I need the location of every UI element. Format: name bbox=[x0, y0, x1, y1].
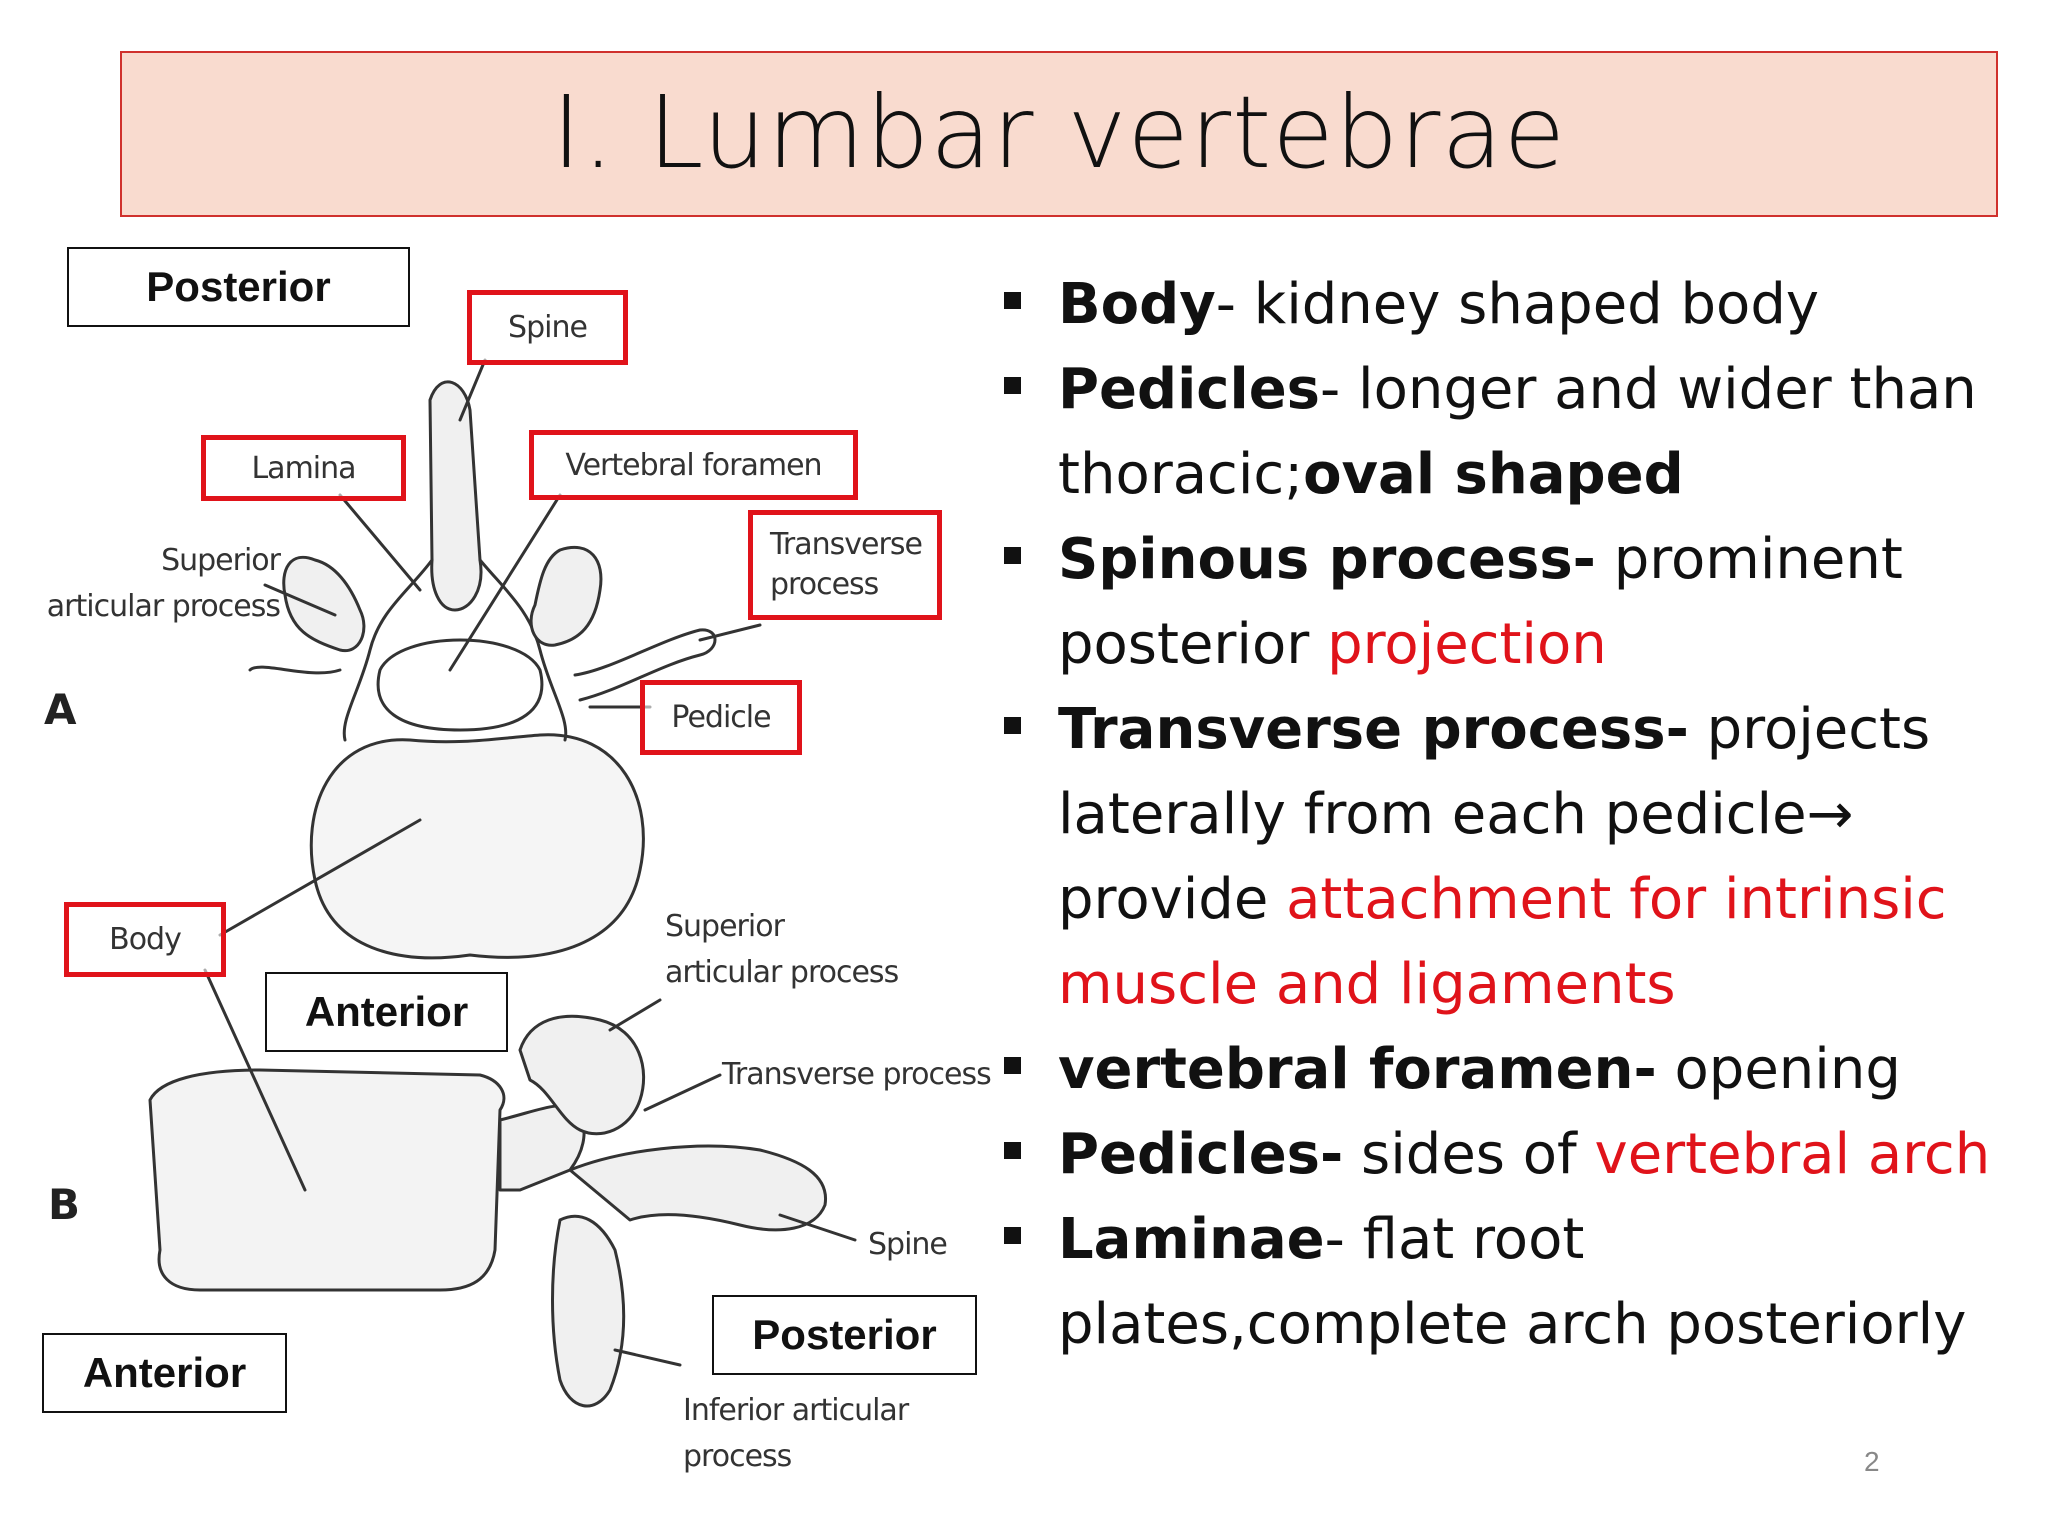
bullet-term: Body bbox=[1058, 272, 1216, 337]
bullet-highlight: attachment for intrinsic muscle and liga… bbox=[1058, 867, 1947, 1017]
anterior-label-b: Anterior bbox=[42, 1333, 287, 1413]
bullet-highlight: vertebral arch bbox=[1594, 1122, 1991, 1187]
vertebral-foramen-label: Vertebral foramen bbox=[529, 430, 858, 500]
lamina-label: Lamina bbox=[201, 435, 406, 501]
bullet-square-icon bbox=[1004, 717, 1021, 734]
bullet-square-icon bbox=[1004, 1057, 1021, 1074]
bullet-pedicles: Pedicles- longer and wider than thoracic… bbox=[1000, 347, 2040, 517]
bullet-text: projects laterally from each pedicle bbox=[1058, 697, 1931, 847]
bullet-vertebral-foramen: vertebral foramen- opening bbox=[1000, 1027, 2040, 1112]
lumbar-vertebra-diagram: A B Posterior Anterior Anterior Posterio… bbox=[0, 230, 1000, 1536]
bullet-term: Transverse process- bbox=[1058, 697, 1689, 762]
bullet-term: vertebral foramen- bbox=[1058, 1037, 1657, 1102]
figure-letter-b: B bbox=[48, 1180, 81, 1229]
left-lamina-a bbox=[342, 558, 434, 742]
spinous-process-a bbox=[428, 380, 483, 612]
bullet-text: provide bbox=[1058, 867, 1287, 932]
vertebral-body-a bbox=[309, 733, 645, 960]
transverse-process-label-b: Transverse process bbox=[722, 1057, 992, 1092]
bullet-square-icon bbox=[1004, 292, 1021, 309]
bullet-term: Pedicles- bbox=[1058, 1122, 1344, 1187]
bullet-square-icon bbox=[1004, 377, 1021, 394]
title-banner: I. Lumbar vertebrae bbox=[120, 51, 1998, 217]
bullet-square-icon bbox=[1004, 1142, 1021, 1159]
spine-label-a: Spine bbox=[467, 290, 628, 365]
left-superior-articular-a bbox=[282, 556, 366, 653]
bullet-square-icon bbox=[1004, 547, 1021, 564]
right-superior-articular-a bbox=[529, 545, 603, 647]
bullet-text: opening bbox=[1656, 1037, 1901, 1102]
body-label: Body bbox=[64, 902, 226, 977]
bullet-emphasis: oval shaped bbox=[1303, 442, 1684, 507]
inferior-articular-b bbox=[551, 1214, 626, 1408]
bullet-laminae: Laminae- flat root plates,complete arch … bbox=[1000, 1197, 2040, 1367]
bullet-list: Body- kidney shaped body Pedicles- longe… bbox=[1000, 262, 2040, 1367]
bullet-text: - longer and wider than thoracic; bbox=[1058, 357, 1977, 507]
bullet-highlight: projection bbox=[1327, 612, 1607, 677]
bullet-square-icon bbox=[1004, 1227, 1021, 1244]
inferior-articular-label-b: Inferior articular process bbox=[683, 1393, 909, 1474]
vertebral-body-b bbox=[148, 1068, 506, 1292]
bullet-term: Laminae bbox=[1058, 1207, 1325, 1272]
bullet-spinous-process: Spinous process- prominent posterior pro… bbox=[1000, 517, 2040, 687]
arrow-right-icon: → bbox=[1806, 782, 1854, 847]
bullet-text: sides of bbox=[1343, 1122, 1595, 1187]
vertebral-foramen-a bbox=[376, 638, 544, 732]
superior-articular-b bbox=[518, 1014, 646, 1136]
figure-letter-a: A bbox=[44, 685, 77, 734]
pedicle-label: Pedicle bbox=[640, 680, 802, 755]
bullet-text: - flat root plates,complete arch posteri… bbox=[1058, 1207, 1967, 1357]
vertebra-illustration bbox=[148, 358, 857, 1408]
slide-title: I. Lumbar vertebrae bbox=[551, 73, 1567, 191]
anterior-label-a: Anterior bbox=[265, 972, 508, 1052]
superior-articular-label-b: Superior articular process bbox=[665, 909, 899, 990]
right-lamina-a bbox=[478, 558, 568, 742]
page-number: 2 bbox=[1864, 1446, 1880, 1477]
bullet-text: - kidney shaped body bbox=[1215, 272, 1820, 337]
spinous-process-b bbox=[568, 1144, 828, 1232]
transverse-process-label-a: Transverse process bbox=[748, 510, 942, 620]
bullet-term: Spinous process- bbox=[1058, 527, 1596, 592]
posterior-label-b: Posterior bbox=[712, 1295, 977, 1375]
spine-label-b: Spine bbox=[868, 1227, 948, 1262]
superior-articular-label-a: Superior articular process bbox=[46, 543, 281, 624]
posterior-label-a: Posterior bbox=[67, 247, 410, 327]
bullet-term: Pedicles bbox=[1058, 357, 1321, 422]
transverse-process-label-text: Transverse process bbox=[770, 527, 923, 602]
right-transverse-a bbox=[573, 628, 717, 702]
left-transverse-a bbox=[248, 665, 342, 675]
bullet-transverse-process: Transverse process- projects laterally f… bbox=[1000, 687, 2040, 1027]
bullet-pedicles-sides: Pedicles- sides of vertebral arch bbox=[1000, 1112, 2040, 1197]
bullet-body: Body- kidney shaped body bbox=[1000, 262, 2040, 347]
bullet-text: prominent posterior bbox=[1058, 527, 1903, 677]
